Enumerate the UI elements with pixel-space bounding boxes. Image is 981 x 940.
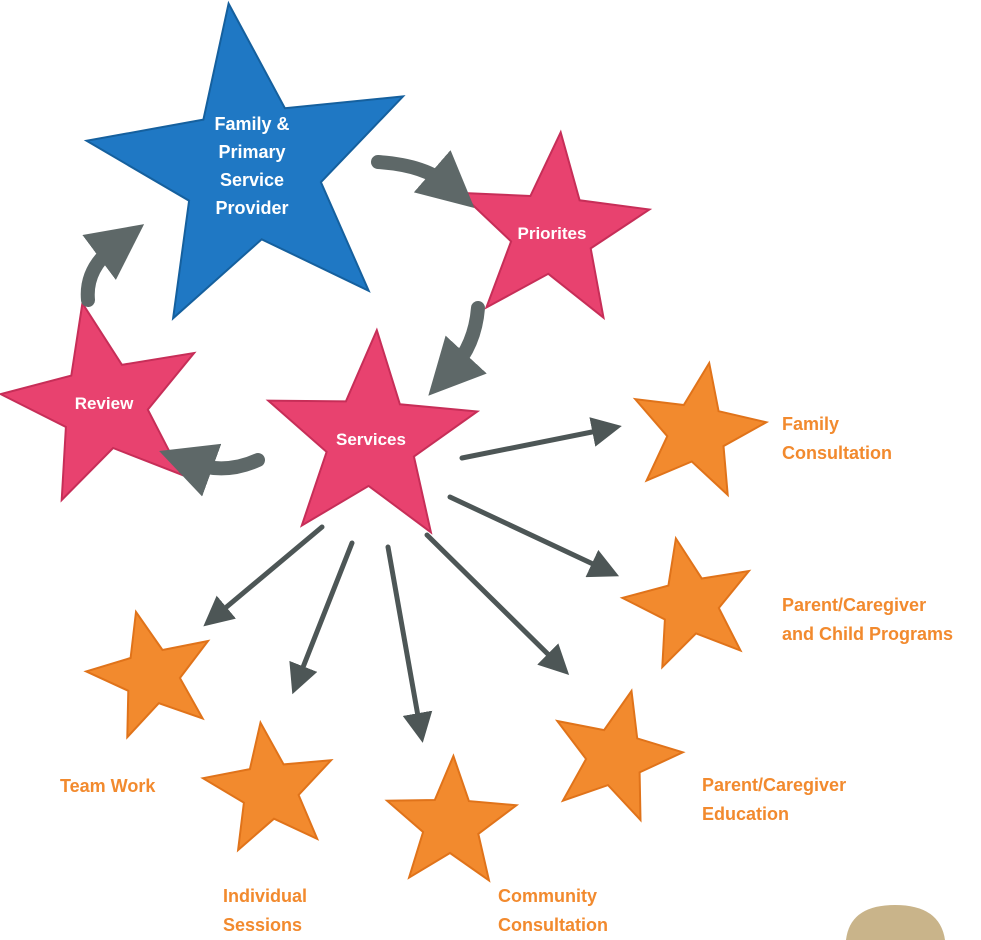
arrow-to-parent-education <box>424 532 570 676</box>
community-consultation-label-line1: Community <box>498 886 597 906</box>
individual-sessions-label-line2: Sessions <box>223 915 302 935</box>
parent-education-label-line1: Parent/Caregiver <box>702 775 846 795</box>
arrow-to-team-work <box>203 524 325 627</box>
arrow-to-parent-child-programs <box>447 494 620 578</box>
arrow-to-community-consultation <box>385 544 433 743</box>
parent-child-programs-label-line1: Parent/Caregiver <box>782 595 926 615</box>
arrow-to-family-consultation <box>459 417 622 461</box>
parent-education-star <box>554 688 686 823</box>
team-work-label: Team Work <box>60 776 156 796</box>
individual-sessions-star <box>200 719 334 853</box>
parent-education-label-line2: Education <box>702 804 789 824</box>
decorative-corner-photo <box>846 905 945 940</box>
review-label: Review <box>75 394 134 413</box>
arrow-priorities-to-services <box>428 301 487 396</box>
individual-sessions-label-line1: Individual <box>223 886 307 906</box>
arrow-services-to-review <box>159 443 265 497</box>
priorities-star-shape <box>457 129 653 321</box>
primary-label-line1: Family & <box>214 114 289 134</box>
family-consultation-label-line1: Family <box>782 414 839 434</box>
team-work-star <box>83 609 211 740</box>
arrow-review-to-primary <box>80 224 145 307</box>
primary-label-line4: Provider <box>215 198 288 218</box>
priorities-label: Priorites <box>518 224 587 243</box>
parent-child-programs-label-line2: and Child Programs <box>782 624 953 644</box>
arrow-to-individual-sessions <box>289 540 355 695</box>
services-star-shape <box>265 327 481 535</box>
primary-label-line2: Primary <box>218 142 285 162</box>
arrow-primary-to-priorities <box>371 150 475 208</box>
community-consultation-label-line2: Consultation <box>498 915 608 935</box>
family-consultation-star <box>632 360 770 498</box>
family-consultation-label-line2: Consultation <box>782 443 892 463</box>
community-consultation-star <box>384 753 520 883</box>
primary-star-shape <box>83 0 406 321</box>
services-label: Services <box>336 430 406 449</box>
review-star-shape <box>0 300 197 503</box>
parent-child-programs-star <box>619 535 752 670</box>
primary-label-line3: Service <box>220 170 284 190</box>
